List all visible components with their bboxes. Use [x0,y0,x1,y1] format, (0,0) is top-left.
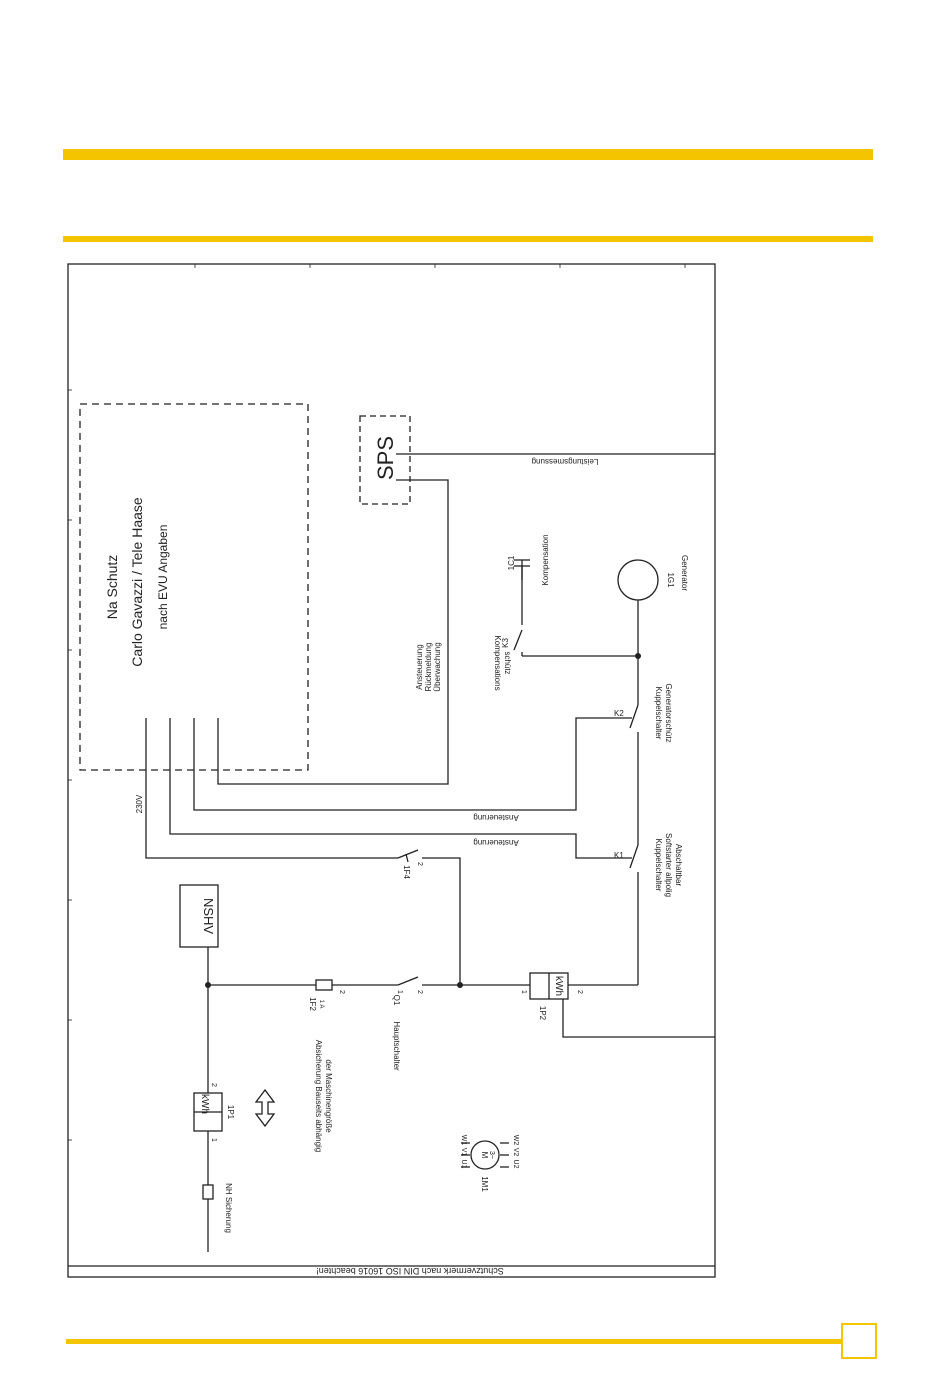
kuppelschalter-soft-label-2: Softstarter allpolig [664,833,673,897]
f4-switch [397,849,419,859]
motor-symbol [470,1140,500,1170]
junction-dot [205,982,211,988]
supply-230v-line [145,718,398,859]
kuppelschalter-gen-label-2: Generatorschütz [664,683,673,742]
leistungsmessung-label: Leistungsmessung [532,457,599,466]
pin-label: 1 [520,990,527,994]
sps-signal-label-2: Rückmeldung [424,643,433,692]
motor-terminal-label: U2 [512,1160,519,1169]
voltage-230v-label: 230V [135,794,144,813]
sps-signal-label-1: Ansteuerung [415,644,424,689]
k1-label: K1 [614,851,624,860]
bidirectional-arrow [254,1088,276,1128]
nshv-label: NSHV [201,898,216,934]
footer-accent-bar [66,1339,842,1344]
pin-label: 2 [416,862,423,866]
pin-label: 2 [210,1083,217,1087]
ansteuerung-label-1: Ansteuerung [473,813,518,822]
na-schutz-title: Na Schutz [104,555,120,620]
f4-label: 1F4 [402,865,411,879]
top-accent-bar [63,149,873,160]
ansteuerung-k1-line [169,718,632,859]
ansteuerung-label-2: Ansteuerung [473,838,518,847]
generator-symbol [617,559,659,601]
q1-label: Q1 [392,995,401,1006]
f2-rating-label: 1 A [318,1000,324,1009]
f2-label: 1F2 [308,997,317,1011]
kuppelschalter-gen-label-1: Kuppelschalter [654,687,663,740]
pin-label: 1 [396,990,403,994]
motor-terminal-label: V2 [512,1148,519,1157]
pin-label: 2 [416,990,423,994]
hauptschalter-label: Hauptschalter [392,1021,401,1071]
k3-contact [513,629,523,651]
motor-phase-label: 3~ [488,1151,495,1159]
kuppelschalter-soft-label-3: Abschaltbar [674,844,683,887]
schutzvermerk-label: Schutzvermerk nach DIN ISO 16016 beachte… [316,1266,504,1276]
p2-kwh-label: kWh [553,976,564,996]
f4-to-bus-line [422,857,461,985]
motor-terminal-label: W1 [460,1135,467,1146]
kompensation-label: Kompensation [541,534,550,585]
sps-signal-label-3: Überwachung [433,642,442,691]
k2-contact [629,704,639,729]
motor-terminal-label: V1 [460,1148,467,1157]
p1-kwh-label: kWh [199,1094,210,1114]
header-divider-bar [63,236,873,242]
kompensationsschuetz-label-1: Kompensations [493,635,502,690]
k1-contact [629,844,639,869]
generator-label: Generator [680,555,689,591]
absicherung-label-2: der Maschinengröße [324,1059,333,1133]
k2-label: K2 [614,709,624,718]
p1-label: 1P1 [226,1105,235,1120]
motor-terminal-label: U1 [460,1160,467,1169]
page-number-box [841,1323,877,1359]
p2-measurement-line [562,999,715,1038]
nh-sicherung-label: NH Sicherung [224,1183,233,1233]
junction-dot [457,982,463,988]
motor-symbol-label: M [480,1152,489,1159]
pin-label: 2 [338,990,345,994]
k3-label: K3 [501,638,510,648]
sps-label: SPS [373,436,398,480]
kuppelschalter-soft-label-1: Kuppelschalter [654,839,663,892]
kompensationsschuetz-label-2: schütz [503,651,512,674]
motor-id-label: 1M1 [480,1176,489,1192]
nh-fuse [202,1184,214,1200]
pin-label: 1 [210,1138,217,1142]
generator-id-label: 1G1 [666,572,675,588]
ansteuerung-k2-line [193,717,632,811]
nshv-box [179,884,219,948]
na-schutz-note: nach EVU Angaben [156,525,170,630]
na-schutz-vendor: Carlo Gavazzi / Tele Haase [129,497,145,667]
sps-signal-line [217,479,449,785]
absicherung-label-1: Absicherung Bauseits abhängig [314,1040,323,1153]
p2-label: 1P2 [538,1006,547,1021]
kompensation-cap-label: 1C1 [507,555,516,570]
pin-label: 2 [576,990,583,994]
drawing-frame [67,263,716,1278]
sps-box [359,415,411,505]
motor-terminal-label: W2 [512,1135,519,1146]
junction-dot [635,653,641,659]
f2-fuse [315,979,333,991]
q1-switch [397,976,419,986]
